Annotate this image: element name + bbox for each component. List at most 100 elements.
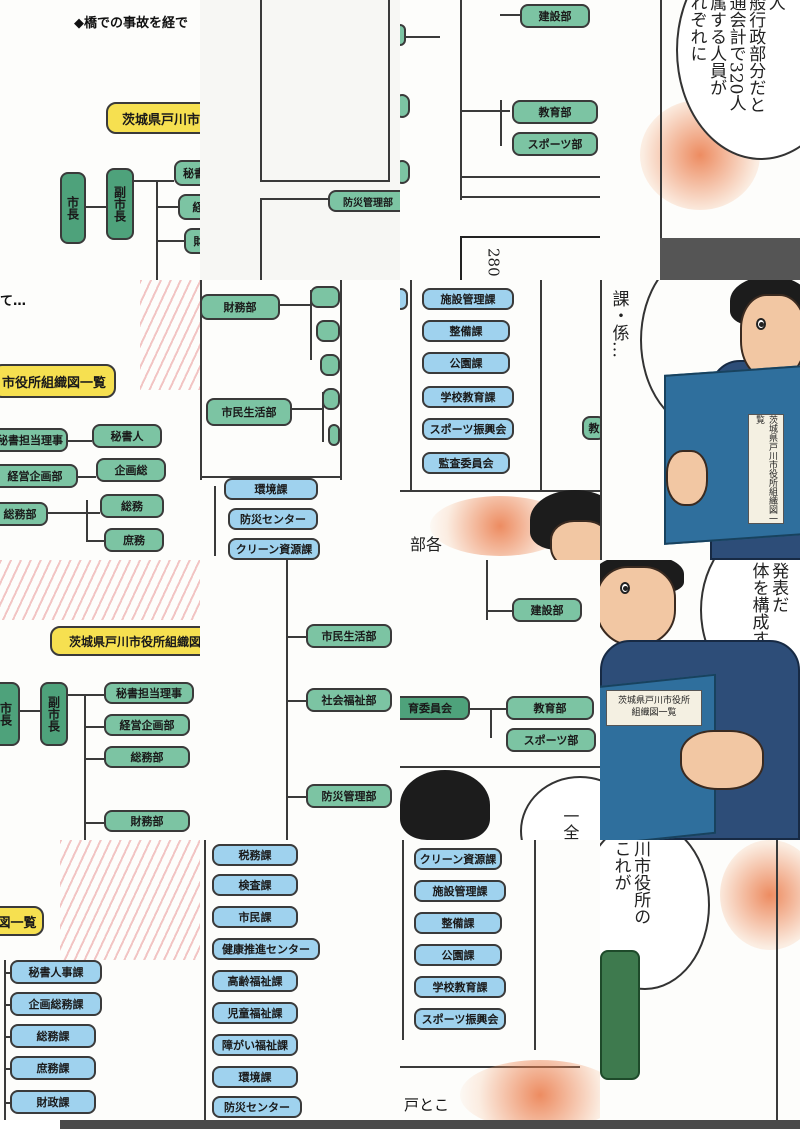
shimin-seikatsu-box: 市民生活部 bbox=[306, 624, 392, 648]
kyo-fragment: 教 bbox=[582, 416, 600, 440]
gakko-box: 学校教育課 bbox=[422, 386, 514, 408]
shomu-fragment: 庶務 bbox=[104, 528, 164, 552]
edge-box bbox=[320, 354, 340, 376]
edge-box bbox=[322, 388, 340, 410]
connector bbox=[86, 500, 88, 542]
shimin-seikatsu-box: 市民生活部 bbox=[206, 398, 292, 426]
somu-ka-box: 総務課 bbox=[10, 1024, 96, 1048]
connector bbox=[280, 304, 310, 306]
bubble-text: 一全 bbox=[560, 808, 580, 840]
org-chart-fragment-4: 財務部 市民生活部 環境課 防災センター クリーン資源課 bbox=[200, 280, 400, 560]
edge-box bbox=[400, 288, 408, 310]
orange-wash bbox=[720, 840, 800, 950]
connector bbox=[460, 110, 510, 112]
org-chart-fragment-7: 市民生活部 社会福祉部 防災管理部 bbox=[200, 560, 400, 840]
sports-box: スポーツ部 bbox=[506, 728, 596, 752]
connector bbox=[460, 176, 600, 178]
kyoiku-box: 教育部 bbox=[512, 100, 598, 124]
panel-border bbox=[776, 840, 778, 1120]
character-face bbox=[600, 566, 676, 646]
city-title-badge: 図一覧 bbox=[0, 906, 44, 936]
org-chart-fragment-10: 税務課 検査課 市民課 健康推進センター 高齢福祉課 児童福祉課 障がい福祉課 … bbox=[200, 840, 400, 1120]
connector bbox=[78, 476, 96, 478]
sports-box: スポーツ部 bbox=[512, 132, 598, 156]
manga-panel-1: 人 般行政部分だと 通会計で320人 属する人員が れぞれに bbox=[600, 0, 800, 280]
connector bbox=[402, 840, 404, 1040]
connector bbox=[204, 840, 206, 1120]
koen-box: 公園課 bbox=[414, 944, 502, 966]
vice-mayor-box: 副市長 bbox=[40, 682, 68, 746]
connector bbox=[4, 1004, 12, 1006]
connector bbox=[400, 36, 440, 38]
org-chart-fragment-11: クリーン資源課 施設管理課 整備課 公園課 学校教育課 スポーツ振興会 戸とこ bbox=[400, 840, 600, 1120]
panel-border bbox=[660, 0, 662, 240]
orange-wash bbox=[460, 1060, 600, 1120]
connector bbox=[4, 972, 12, 974]
connector bbox=[500, 100, 502, 146]
sports-shinko-box: スポーツ振興会 bbox=[414, 1008, 506, 1030]
narration-fragment: 部各 bbox=[410, 535, 443, 554]
kankyo-box: 環境課 bbox=[224, 478, 318, 500]
clean-box: クリーン資源課 bbox=[414, 848, 502, 870]
book-cover-label: 茨城県戸川市役所 組織図一覧 bbox=[606, 690, 702, 726]
edge-box bbox=[328, 424, 340, 446]
edge-box bbox=[316, 320, 340, 342]
org-chart-fragment-2: 建設部 教育部 スポーツ部 280一普所そ bbox=[400, 0, 600, 280]
connector bbox=[214, 486, 216, 556]
connector bbox=[20, 710, 40, 712]
hishojin-fragment: 秘書人 bbox=[92, 424, 162, 448]
panel-border bbox=[534, 840, 536, 1050]
bubble-text: 川市役所の これが bbox=[610, 840, 651, 925]
connector bbox=[84, 822, 104, 824]
connector bbox=[4, 960, 6, 1120]
panel-border bbox=[260, 180, 390, 182]
manga-panel-edge bbox=[460, 236, 600, 280]
edge-box bbox=[400, 160, 410, 184]
hisho-tantou-box: 秘書担当理事 bbox=[104, 682, 194, 704]
connector bbox=[134, 180, 174, 182]
connector bbox=[286, 636, 306, 638]
connector bbox=[84, 726, 104, 728]
panel-border bbox=[200, 280, 202, 480]
kenko-box: 健康推進センター bbox=[212, 938, 320, 960]
org-chart-fragment-9: 図一覧 秘書人事課 企画総務課 総務課 庶務課 財政課 bbox=[0, 840, 200, 1120]
connector bbox=[156, 240, 184, 242]
jido-box: 児童福祉課 bbox=[212, 1002, 298, 1024]
kensa-box: 検査課 bbox=[212, 874, 298, 896]
koen-box: 公園課 bbox=[422, 352, 510, 374]
chair-back bbox=[600, 950, 640, 1080]
panel-border bbox=[260, 0, 262, 180]
connector bbox=[490, 708, 492, 738]
connector bbox=[460, 0, 462, 200]
connector bbox=[286, 700, 306, 702]
bubble-text: 発表だ 体を構成する bbox=[748, 562, 789, 664]
mayor-box: 市長 bbox=[60, 172, 86, 244]
narration-text: 課・係… bbox=[608, 290, 629, 358]
keiei-kikaku-fragment: 経営企画部 bbox=[0, 464, 78, 488]
ellipsis-text: て… bbox=[0, 294, 27, 309]
shimin-ka-box: 市民課 bbox=[212, 906, 298, 928]
character-eye bbox=[620, 582, 630, 594]
zaimu-box: 財務部 bbox=[104, 810, 190, 832]
org-chart-fragment-1: ◆橋での事故を経で 茨城県戸川市 市長 副市長 秘書 経 財 bbox=[0, 0, 200, 280]
manga-panel-4: 川市役所の これが bbox=[600, 840, 800, 1120]
zaimu-box: 財務部 bbox=[200, 294, 280, 320]
hisho-tantou-fragment: 秘書担当理事 bbox=[0, 428, 68, 452]
bousai-center-box: 防災センター bbox=[228, 508, 318, 530]
city-title-badge: 茨城県戸川市役所組織図 bbox=[50, 626, 200, 656]
connector bbox=[84, 758, 104, 760]
edge-box bbox=[310, 286, 340, 308]
connector bbox=[84, 694, 86, 840]
zaisei-box: 財政課 bbox=[10, 1090, 96, 1114]
connector bbox=[68, 694, 106, 696]
panel-border bbox=[388, 0, 390, 182]
panel-border bbox=[400, 766, 600, 768]
kikaku-somu-box: 企画総務課 bbox=[10, 992, 102, 1016]
hisho-box-fragment: 秘書 bbox=[174, 160, 200, 186]
blank-panel-fragment: 防災管理部 bbox=[200, 0, 400, 280]
edge-box bbox=[400, 94, 410, 118]
shakai-fukushi-box: 社会福祉部 bbox=[306, 688, 392, 712]
gakko-box: 学校教育課 bbox=[414, 976, 506, 998]
org-chart-fragment-3: て… 市役所組織図一覧 秘書担当理事 経営企画部 総務部 秘書人 企画総 総務 … bbox=[0, 280, 200, 560]
zaimu-box-fragment: 財 bbox=[184, 228, 200, 254]
